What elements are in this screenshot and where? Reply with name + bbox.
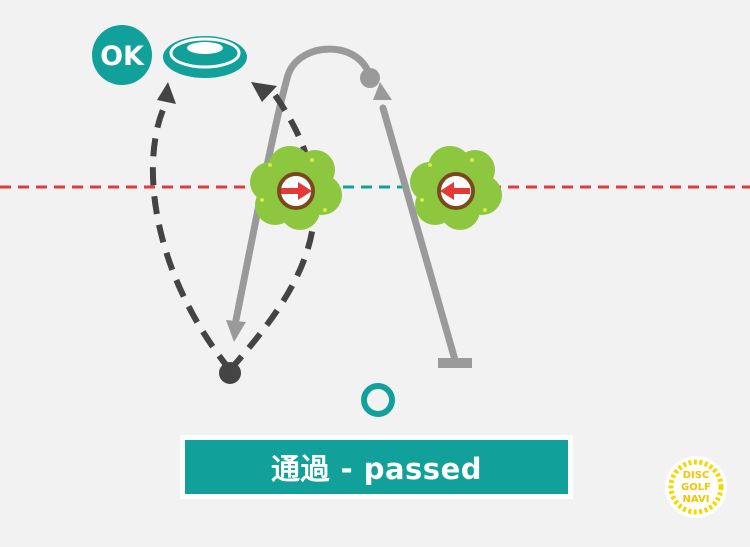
dashed-path-left	[149, 103, 233, 372]
caption-box: 通過 - passed	[180, 435, 573, 499]
tree-icon-left	[250, 146, 342, 230]
dark-arrowhead-left-icon	[157, 82, 176, 104]
tree-icon-right	[410, 146, 502, 230]
ok-badge-label: OK	[100, 41, 145, 72]
gray-arrowhead-up-icon	[373, 82, 392, 100]
ok-badge	[92, 25, 152, 85]
tee-pad-icon	[438, 358, 472, 368]
gray-path-endpoint	[360, 68, 380, 88]
disc-golf-navi-logo: DISC GOLF NAVI	[665, 456, 727, 518]
arrow-icon-right	[298, 182, 312, 200]
target-circle-icon	[361, 383, 395, 417]
disc-icon	[163, 36, 247, 78]
caption-text: 通過 - passed	[270, 452, 482, 486]
dashed-path-right	[227, 93, 318, 372]
throw-origin-dot	[219, 362, 241, 384]
throw-path-gray	[232, 45, 459, 364]
dark-arrowhead-right-icon	[251, 82, 277, 102]
arrow-icon-left	[440, 182, 454, 200]
svg-text:GOLF: GOLF	[681, 482, 711, 493]
svg-text:DISC: DISC	[683, 470, 710, 481]
gray-arrowhead-down-icon	[226, 320, 246, 342]
caption-banner: 通過 - passed	[185, 440, 568, 494]
svg-text:NAVI: NAVI	[683, 494, 710, 505]
